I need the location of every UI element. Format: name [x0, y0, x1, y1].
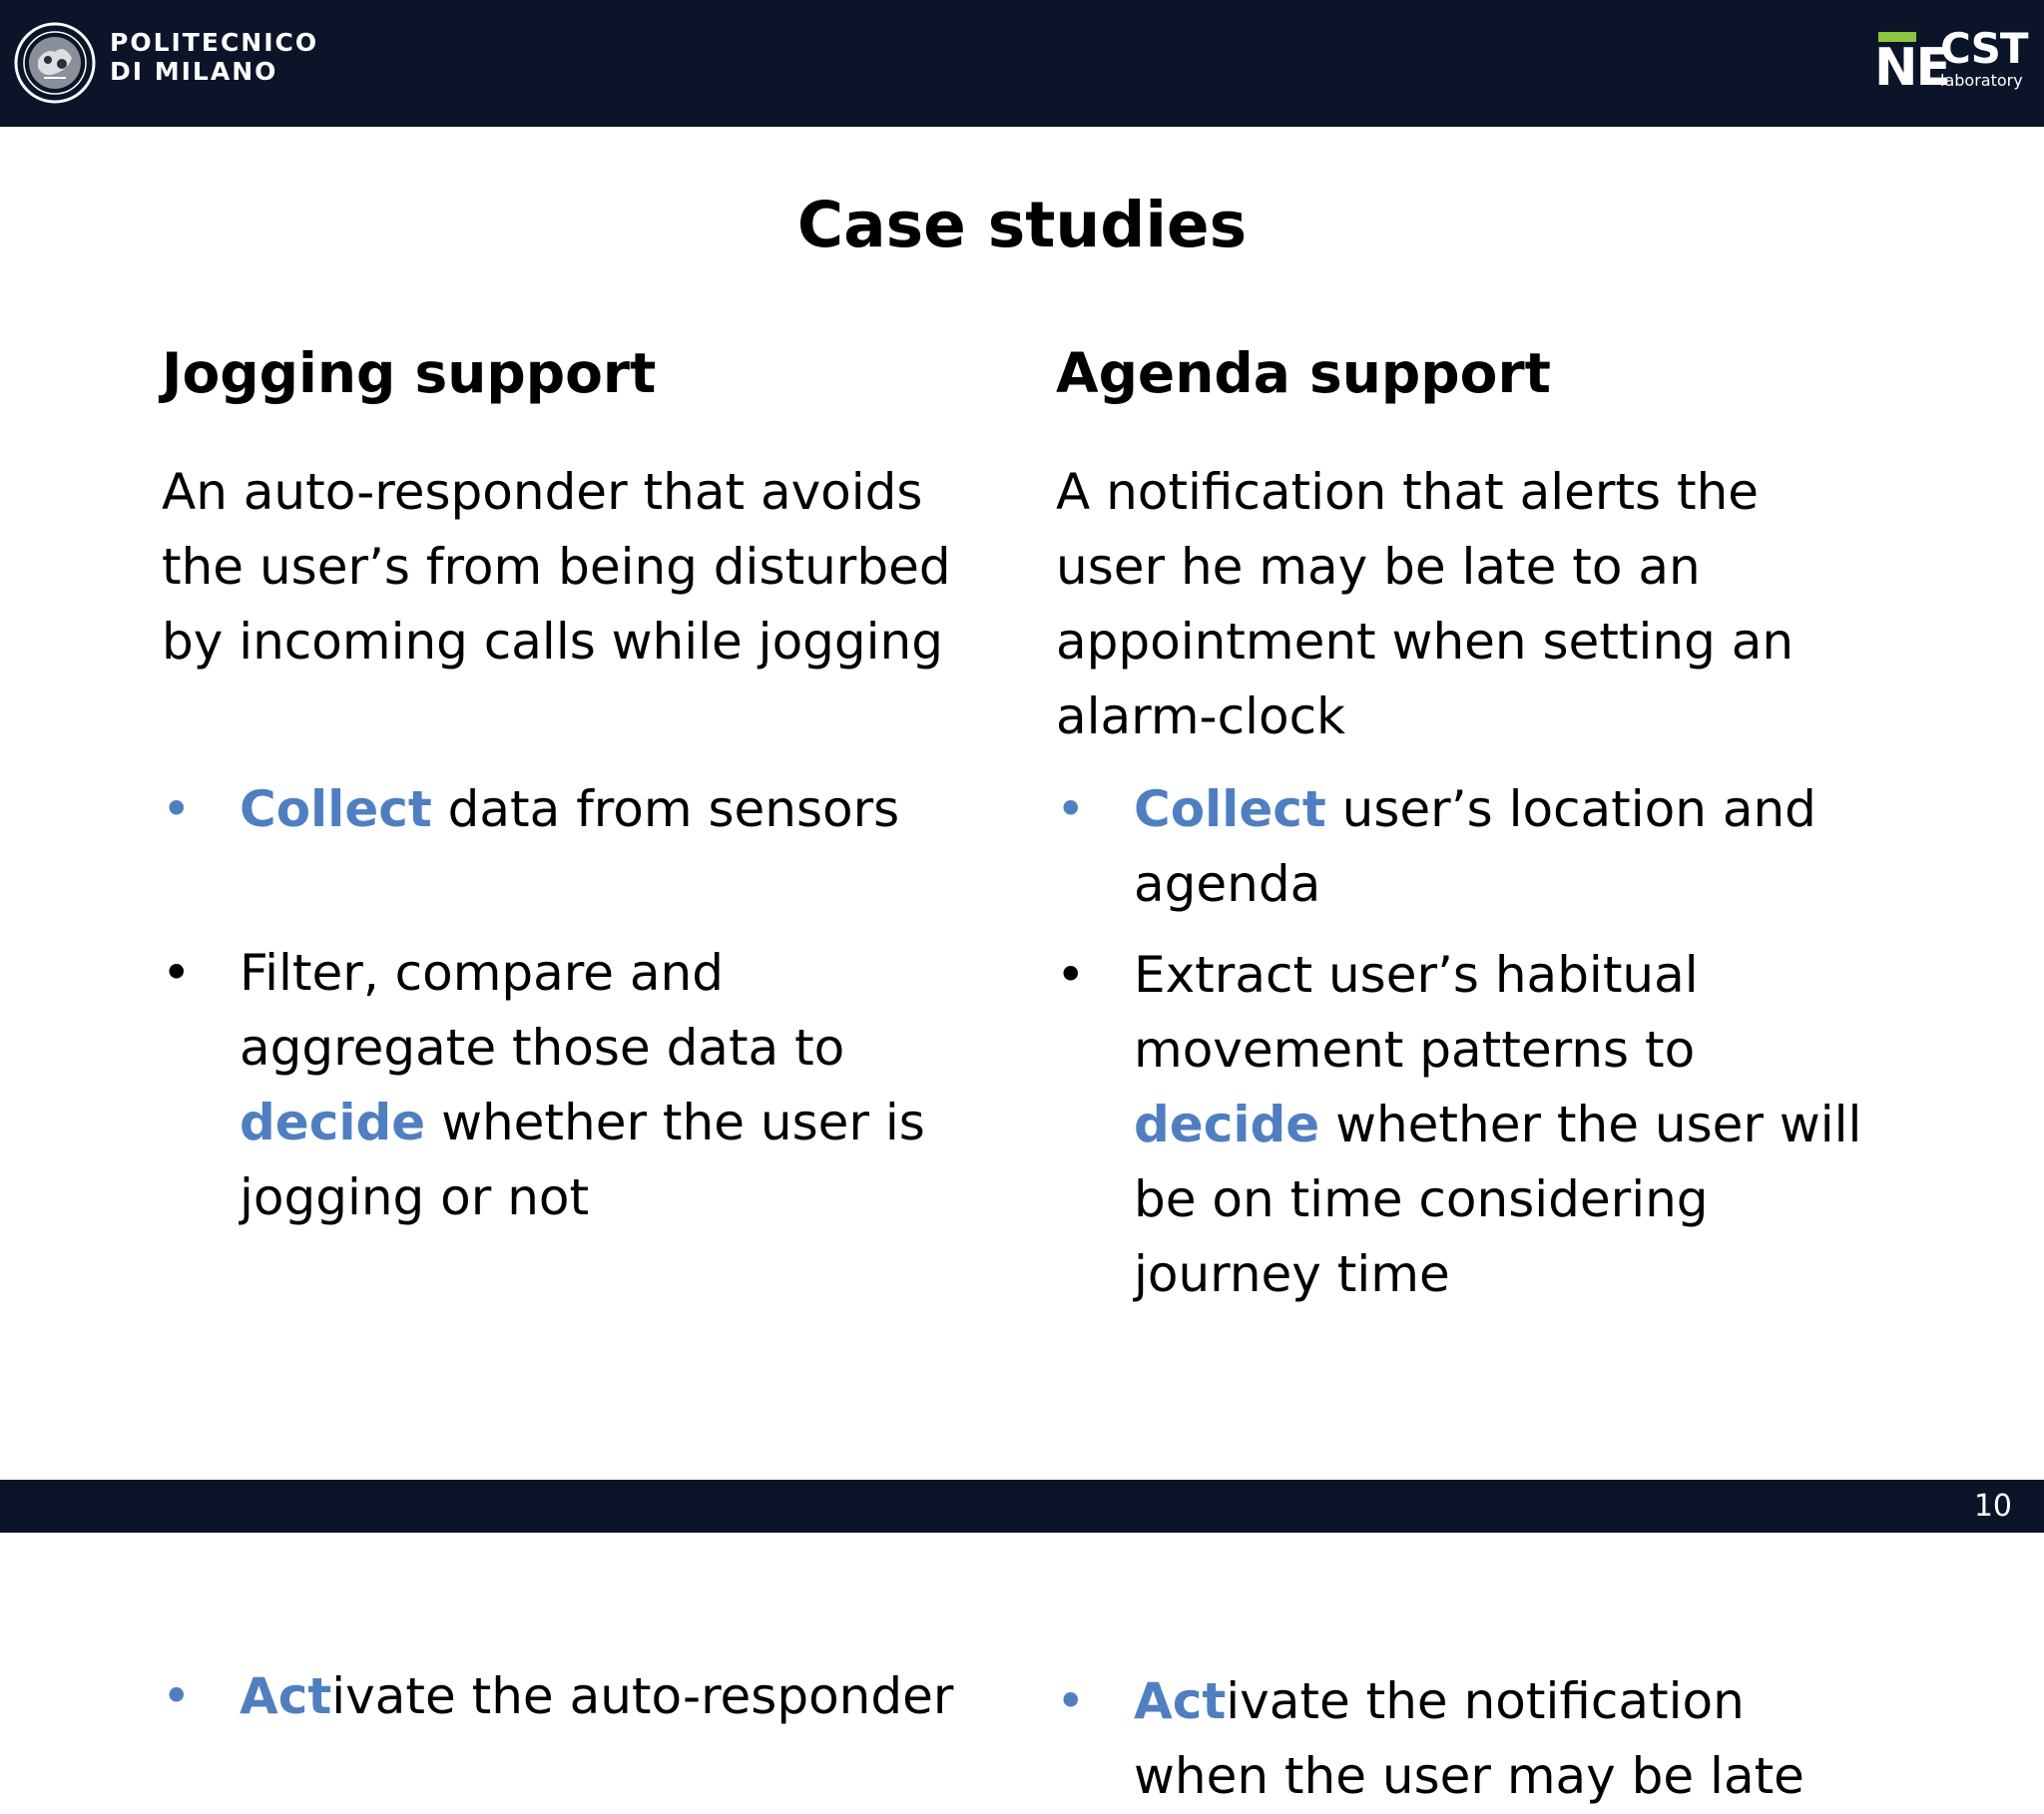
bullet-dot-icon: • [1056, 946, 1086, 1004]
slide-title: Case studies [796, 189, 1248, 261]
institution-name: POLITECNICO DI MILANO [110, 28, 318, 86]
left-bullet-decide-text: Filter, compare and aggregate those data… [240, 936, 1138, 1235]
left-bullet-collect-text: Collect data from sensors [240, 772, 1138, 847]
right-column: Agenda support A notification that alert… [1056, 337, 1954, 1805]
lab-logo-green-bar [1878, 32, 1916, 42]
politecnico-seal-logo [14, 22, 96, 104]
bullet-text-rest: data from sensors [431, 780, 900, 838]
bullet-text-pre: Extract user’s habitual movement pattern… [1134, 946, 1699, 1079]
left-column: Jogging support An auto-responder that a… [162, 337, 1000, 1725]
accent-decide: decide [1134, 1096, 1320, 1153]
bullet-text-rest: whether the user is jogging or not [240, 1094, 925, 1226]
lab-logo-cst: CST [1940, 24, 2029, 73]
footer-bar: 10 [0, 1480, 2044, 1533]
right-description: A notification that alerts the user he m… [1056, 463, 1794, 745]
bullet-text-rest: ivate the auto-responder [331, 1667, 954, 1725]
bullet-dot-icon: • [1056, 1672, 1086, 1730]
bullet-text-rest: whether the user will be on time conside… [1134, 1096, 1862, 1303]
institution-name-line2: DI MILANO [110, 57, 278, 86]
bullet-text-pre: Filter, compare and aggregate those data… [240, 944, 845, 1077]
accent-collect: Collect [240, 780, 432, 838]
bullet-dot-icon: • [162, 1667, 192, 1725]
right-bullet-activate-text: Activate the notification when the user … [1134, 1664, 2032, 1814]
header-bar: POLITECNICO DI MILANO NE CST laboratory [0, 0, 2044, 127]
lab-logo-ne: NE [1874, 38, 1951, 98]
bullet-dot-icon: • [162, 944, 192, 1002]
left-heading: Jogging support [162, 341, 657, 405]
institution-name-line1: POLITECNICO [110, 28, 319, 57]
lab-logo-subtitle: laboratory [1940, 71, 2023, 90]
left-bullet-activate-text: Activate the auto-responder [240, 1659, 1138, 1734]
right-heading: Agenda support [1056, 341, 1551, 405]
left-description: An auto-responder that avoids the user’s… [162, 463, 951, 671]
accent-decide: decide [240, 1094, 426, 1151]
accent-act: Act [240, 1667, 332, 1725]
accent-collect: Collect [1134, 780, 1326, 838]
bullet-dot-icon: • [162, 780, 192, 838]
page-number: 10 [1973, 1489, 2012, 1524]
bullet-text-rest: user’s location and agenda [1134, 780, 1816, 913]
bullet-text-rest: ivate the notification when the user may… [1134, 1672, 1804, 1805]
accent-act: Act [1134, 1672, 1227, 1730]
necst-lab-logo: NE CST laboratory [1874, 26, 2029, 98]
right-bullet-collect-text: Collect user’s location and agenda [1134, 772, 2032, 922]
bullet-dot-icon: • [1056, 780, 1086, 838]
right-bullet-decide-text: Extract user’s habitual movement pattern… [1134, 938, 2032, 1312]
